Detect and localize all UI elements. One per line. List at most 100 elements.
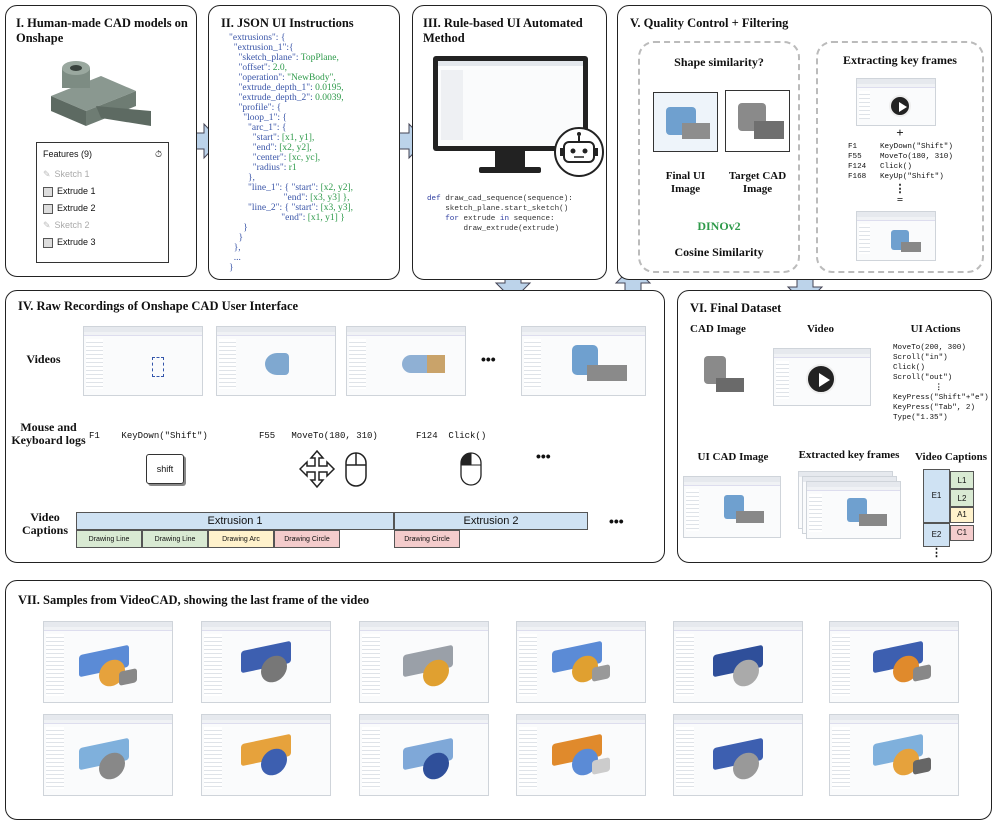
shape-similarity-box xyxy=(638,41,800,273)
sketch-icon: ✎ xyxy=(43,220,51,230)
caption-c1: C1 xyxy=(950,525,974,541)
cad-model-part xyxy=(913,757,931,775)
sub-caption: Drawing Line xyxy=(76,530,142,548)
json-line: "loop_1": { xyxy=(229,113,287,123)
timer-icon[interactable]: ⏱ xyxy=(154,149,162,159)
keyframes-box xyxy=(816,41,984,273)
keyframes-title: Extracting key frames xyxy=(843,53,957,67)
sketch-icon: ✎ xyxy=(43,169,51,179)
move-icon xyxy=(299,449,367,489)
sample-thumbnail xyxy=(829,621,959,703)
json-line: }, xyxy=(229,173,255,183)
caption-l2: L2 xyxy=(950,489,974,507)
log-entry-3: F124 Click() xyxy=(416,431,487,441)
extrude-icon xyxy=(43,203,53,214)
keyframes-label: Extracted key frames xyxy=(798,449,900,461)
feature-item[interactable]: ✎Sketch 1 xyxy=(43,166,162,183)
video-thumbnail-2 xyxy=(216,326,336,396)
panel-title: VII. Samples from VideoCAD, showing the … xyxy=(18,593,370,607)
extrude-icon xyxy=(43,186,53,197)
json-line: "extrusion_1":{ xyxy=(229,43,294,53)
feature-item[interactable]: Extrude 1 xyxy=(43,183,162,200)
target-cad-image xyxy=(725,90,790,152)
cad-image xyxy=(690,346,750,411)
video-thumbnail-4 xyxy=(521,326,646,396)
panel-cad-models: I. Human-made CAD models on Onshape Feat… xyxy=(5,5,197,277)
caption-l1: L1 xyxy=(950,471,974,489)
equals-sign: = xyxy=(896,194,904,206)
sub-caption: Drawing Line xyxy=(142,530,208,548)
sample-thumbnail xyxy=(516,621,646,703)
panel-title: I. Human-made CAD models on Onshape xyxy=(16,16,188,45)
sample-thumbnail xyxy=(43,714,173,796)
panel-title: V. Quality Control + Filtering xyxy=(630,16,789,30)
features-title: Features (9) xyxy=(43,149,93,159)
caption-a1: A1 xyxy=(950,507,974,523)
feature-item[interactable]: Extrude 3 xyxy=(43,234,162,251)
json-line: "extrude_depth_2": 0.0039, xyxy=(229,93,344,103)
sample-thumbnail xyxy=(201,621,331,703)
play-icon xyxy=(889,95,911,117)
captions-label: Video Captions xyxy=(21,510,68,537)
cad-model-image xyxy=(51,61,151,126)
feature-label: Extrude 1 xyxy=(57,186,96,196)
panel-json-instructions: II. JSON UI Instructions "extrusions": {… xyxy=(208,5,400,280)
video-thumbnail-3 xyxy=(346,326,466,396)
json-line: } xyxy=(229,233,244,243)
cosine-similarity-label: Cosine Similarity xyxy=(674,245,764,259)
sample-thumbnail xyxy=(359,714,489,796)
sample-thumbnail xyxy=(829,714,959,796)
sample-thumbnail xyxy=(201,714,331,796)
json-line: } xyxy=(229,263,234,273)
panel-raw-recordings: IV. Raw Recordings of Onshape CAD User I… xyxy=(5,290,665,563)
ellipsis: ••• xyxy=(609,513,624,529)
json-line: "start": [x1, y1], xyxy=(229,133,315,143)
json-line: "radius": r1 xyxy=(229,163,297,173)
caption-extrusion-1: Extrusion 1 xyxy=(76,512,394,530)
panel-title: VI. Final Dataset xyxy=(690,301,782,315)
mouse-icon xyxy=(345,452,367,487)
json-line: "profile": { xyxy=(229,103,282,113)
feature-item[interactable]: ✎Sketch 2 xyxy=(43,217,162,234)
videos-label: Videos xyxy=(26,352,61,366)
json-line: "arc_1": { xyxy=(229,123,287,133)
json-line: "line_1": { "start": [x2, y2], xyxy=(229,183,354,193)
json-line: "center": [xc, yc], xyxy=(229,153,321,163)
json-line: "end": [x1, y1] } xyxy=(229,213,345,223)
cad-image-label: CAD Image xyxy=(690,323,746,335)
json-line: "operation": "NewBody", xyxy=(229,73,336,83)
feature-label: Sketch 2 xyxy=(54,220,90,230)
dinov2-label: DINOv2 xyxy=(697,219,741,233)
features-panel: Features (9) ⏱ ✎Sketch 1 Extrude 1 Extrude… xyxy=(36,142,169,263)
sub-caption: Drawing Arc xyxy=(208,530,274,548)
sample-thumbnail xyxy=(516,714,646,796)
shape-similarity-title: Shape similarity? xyxy=(674,55,764,69)
sample-thumbnail xyxy=(43,621,173,703)
video-thumbnail-1 xyxy=(83,326,203,396)
feature-label: Extrude 2 xyxy=(57,203,96,213)
plus-sign: + xyxy=(896,125,904,140)
json-line: "line_2": { "start": [x3, y3], xyxy=(229,203,354,213)
json-line: }, xyxy=(229,243,241,253)
keyframe-stack-3 xyxy=(806,481,901,539)
feature-item[interactable]: Extrude 2 xyxy=(43,200,162,217)
mouse-click-icon xyxy=(460,452,482,486)
sample-thumbnail xyxy=(359,621,489,703)
panel-rule-based-method: III. Rule-based UI Automated Method def … xyxy=(412,5,607,280)
json-line: } xyxy=(229,223,248,233)
extracted-keyframe xyxy=(856,211,936,261)
json-code-block: "extrusions": { "extrusion_1":{ "sketch_… xyxy=(229,33,353,273)
ui-actions-list: MoveTo(200, 300)Scroll("in")Click()Scrol… xyxy=(893,344,989,422)
cad-model-part xyxy=(592,757,610,775)
play-icon xyxy=(806,364,836,394)
logs-label: Mouse and Keyboard logs xyxy=(11,420,86,447)
vdots: ⋮ xyxy=(931,547,942,559)
json-line: "end": [x2, y2], xyxy=(229,143,312,153)
log-entry-1: F1 KeyDown("Shift") xyxy=(89,431,208,441)
caption-e2: E2 xyxy=(923,523,950,547)
